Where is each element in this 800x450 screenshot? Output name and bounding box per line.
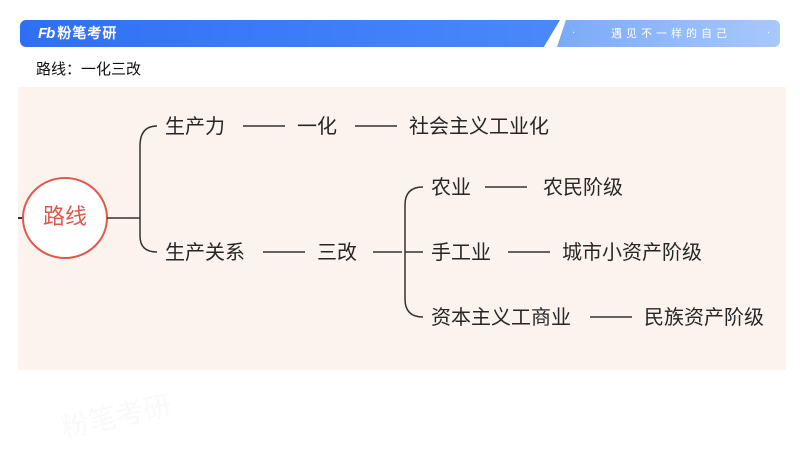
root-node-label: 路线 xyxy=(43,205,88,230)
branch1-result: 社会主义工业化 xyxy=(409,114,549,138)
sub-item-1-result: 农民阶级 xyxy=(543,175,623,199)
root-bracket xyxy=(139,125,158,253)
header-bar xyxy=(20,20,560,47)
slogan-dot-left: · xyxy=(572,27,576,39)
header-slogan-bar xyxy=(557,20,780,47)
diagram-panel xyxy=(18,87,786,370)
branch1-label: 生产力 xyxy=(165,114,225,138)
slogan-dot-right: · xyxy=(766,27,770,39)
sub-item-1-label: 农业 xyxy=(431,175,471,199)
brand-logo: Fb 粉笔考研 xyxy=(38,23,117,43)
branch2-child: 三改 xyxy=(317,240,357,264)
slogan: · 遇见不一样的自己 · xyxy=(572,23,770,43)
branch2-label: 生产关系 xyxy=(165,240,245,264)
logo-text: 粉笔考研 xyxy=(57,26,118,42)
logo-mark: Fb xyxy=(38,24,55,42)
sub-item-2-result: 城市小资产阶级 xyxy=(562,240,702,264)
sub-item-3-label: 资本主义工商业 xyxy=(431,305,571,329)
sub-item-3-result: 民族资产阶级 xyxy=(644,305,764,329)
page-title: 路线：一化三改 xyxy=(36,60,142,78)
sub-item-2-label: 手工业 xyxy=(431,240,491,264)
slogan-text: 遇见不一样的自己 xyxy=(611,27,731,40)
branch1-child: 一化 xyxy=(297,114,337,138)
